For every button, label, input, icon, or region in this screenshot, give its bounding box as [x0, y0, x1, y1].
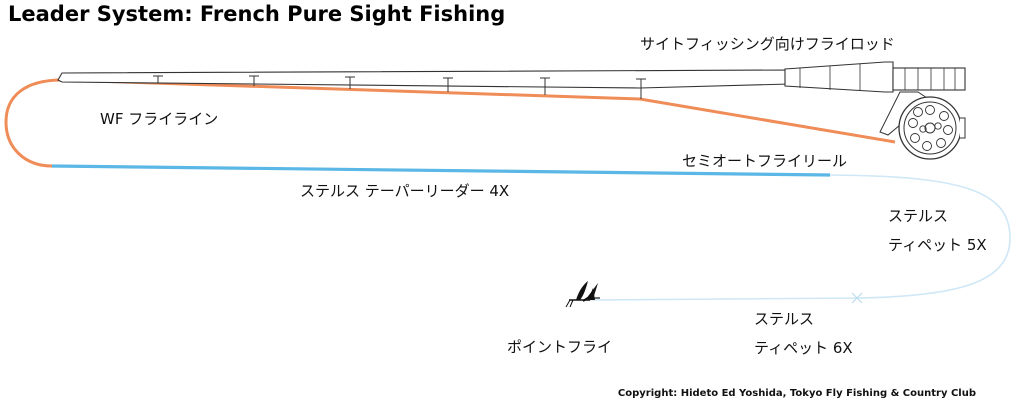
fly-line [4, 78, 896, 168]
fly-reel-icon [879, 91, 966, 160]
tippet-6x-line [589, 297, 866, 301]
tippet-5x-label-line2: ティペット 5X [888, 236, 987, 254]
diagram-title: Leader System: French Pure Sight Fishing [8, 2, 506, 26]
copyright-text: Copyright: Hideto Ed Yoshida, Tokyo Fly … [617, 388, 976, 399]
knot-icon [851, 292, 863, 304]
leader-line [51, 164, 831, 177]
tippet-6x-label-line1: ステルス [754, 310, 815, 328]
reel-label: セミオートフライリール [682, 152, 848, 170]
tippet-5x-label-line1: ステルス [888, 207, 949, 225]
leader-label: ステルス テーパーリーダー 4X [300, 182, 510, 200]
fly-line-label: WF フライライン [100, 110, 219, 128]
tippet-6x-label-line2: ティペット 6X [754, 339, 853, 357]
fly-icon [565, 281, 600, 308]
tippet-5x-line [829, 174, 1011, 299]
fly-rod-icon [57, 61, 966, 99]
fly-label: ポイントフライ [507, 338, 613, 356]
rod-label: サイトフィッシング向けフライロッド [640, 35, 895, 53]
